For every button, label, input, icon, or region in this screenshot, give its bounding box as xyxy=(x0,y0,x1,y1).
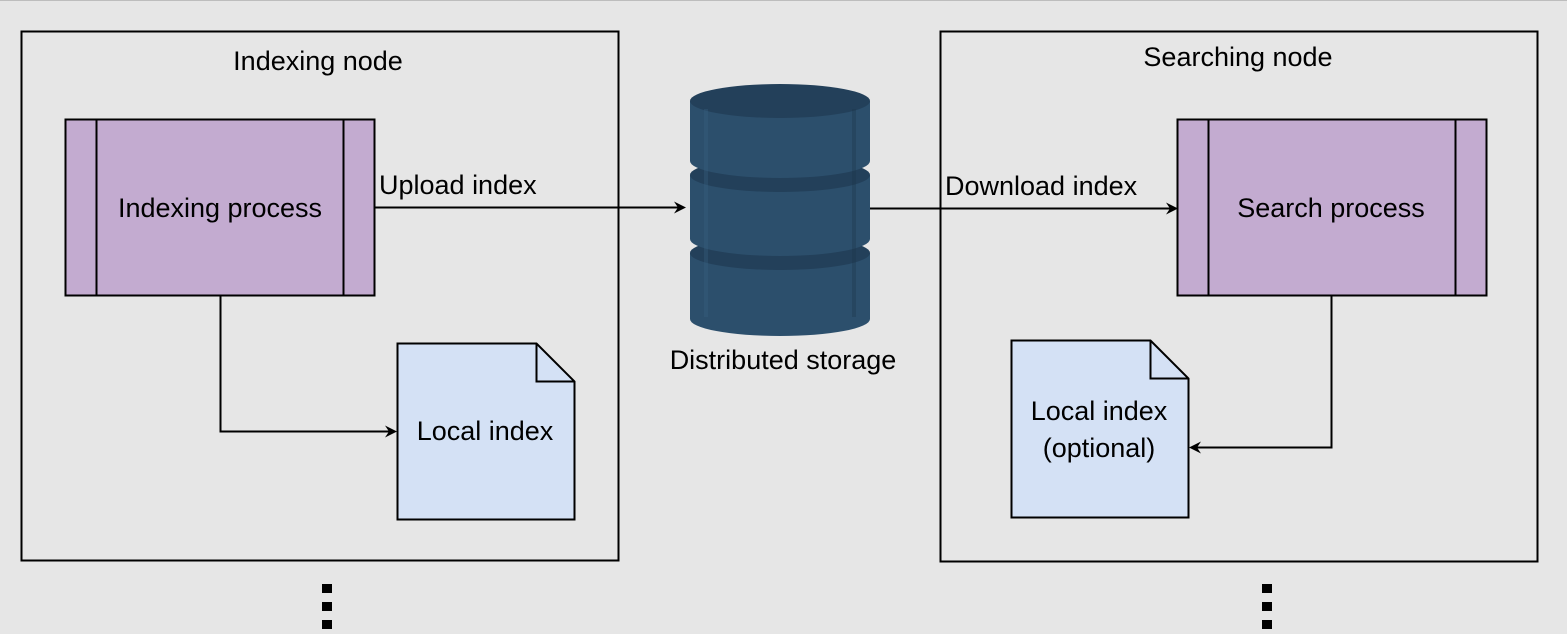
searching-node: Searching node Search process Local inde… xyxy=(939,30,1539,563)
optional-local-index-line2: (optional) xyxy=(1043,433,1156,463)
optional-local-index-line1: Local index xyxy=(1031,396,1168,426)
upload-index-label: Upload index xyxy=(379,170,537,200)
download-index-label: Download index xyxy=(945,171,1138,201)
indexing-process-box[interactable]: Indexing process xyxy=(64,118,376,297)
local-index-document[interactable]: Local index xyxy=(396,342,576,521)
distributed-storage[interactable]: Distributed storage xyxy=(670,84,897,375)
local-index-label: Local index xyxy=(417,416,554,446)
download-index-edge: Download index xyxy=(870,171,1178,215)
searching-node-title: Searching node xyxy=(1143,42,1332,72)
indexing-node: Indexing node Indexing process Local ind… xyxy=(20,30,620,562)
indexing-to-local-index-edge xyxy=(219,295,397,438)
searching-node-more-dots xyxy=(1262,584,1272,629)
search-process-box[interactable]: Search process xyxy=(1176,118,1488,297)
searching-node-frame xyxy=(939,30,1539,563)
indexing-node-title: Indexing node xyxy=(233,46,403,76)
indexing-process-label: Indexing process xyxy=(118,193,322,223)
optional-local-index-document[interactable]: Local index (optional) xyxy=(1010,339,1190,519)
indexing-node-frame xyxy=(20,30,620,562)
search-process-label: Search process xyxy=(1237,193,1425,223)
database-icon xyxy=(690,84,870,336)
upload-index-edge: Upload index xyxy=(375,170,686,214)
distributed-storage-label: Distributed storage xyxy=(670,345,897,375)
search-to-local-index-edge xyxy=(1189,295,1333,454)
indexing-node-more-dots xyxy=(322,584,332,629)
